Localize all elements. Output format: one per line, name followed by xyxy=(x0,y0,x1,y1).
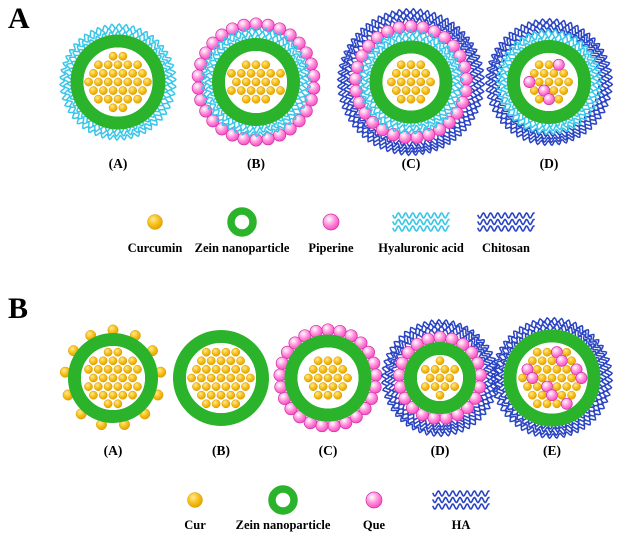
legend-label: Hyaluronic acid xyxy=(378,241,464,255)
zein-ring xyxy=(227,207,257,237)
nanoparticle-a-3 xyxy=(336,7,486,157)
nanoparticle-a-1 xyxy=(59,22,177,142)
nanoparticle-b-5 xyxy=(490,316,614,440)
nanoparticle-b-3 xyxy=(273,323,383,433)
nanoparticle-a-4 xyxy=(484,17,614,147)
legend-label: Zein nanoparticle xyxy=(194,241,290,255)
legend-label: Que xyxy=(362,518,386,532)
particle-label: (B) xyxy=(212,443,230,458)
nanoparticle-a-2 xyxy=(191,17,321,147)
particle-label: (A) xyxy=(103,443,123,458)
legend-label: Piperine xyxy=(308,241,354,255)
particle-label: (D) xyxy=(430,443,450,458)
curcumin-dot xyxy=(147,214,163,230)
blue-waves xyxy=(477,212,535,232)
particle-label: (A) xyxy=(108,156,128,171)
cyan-waves xyxy=(392,212,450,232)
quercetin-sphere xyxy=(365,491,383,509)
panel-b-letter: B xyxy=(8,292,29,325)
nanoparticle-b-1 xyxy=(59,324,167,431)
panel-a-letter: A xyxy=(8,2,30,35)
particle-label: (C) xyxy=(318,443,338,458)
particle-label: (C) xyxy=(401,156,421,171)
legend-label: Zein nanoparticle xyxy=(235,518,331,532)
blue-waves xyxy=(432,490,490,510)
piperine-sphere xyxy=(322,213,340,231)
nanoparticle-b-4 xyxy=(380,318,500,438)
legend-label: Curcumin xyxy=(127,241,183,255)
legend-label: Cur xyxy=(184,518,206,532)
particle-label: (D) xyxy=(539,156,559,171)
particle-label: (B) xyxy=(247,156,265,171)
nanoparticle-b-2 xyxy=(173,330,269,426)
particle-label: (E) xyxy=(543,443,561,458)
curcumin-dot xyxy=(187,492,203,508)
zein-ring xyxy=(268,485,298,515)
legend-label: HA xyxy=(451,518,471,532)
legend-label: Chitosan xyxy=(482,241,530,255)
